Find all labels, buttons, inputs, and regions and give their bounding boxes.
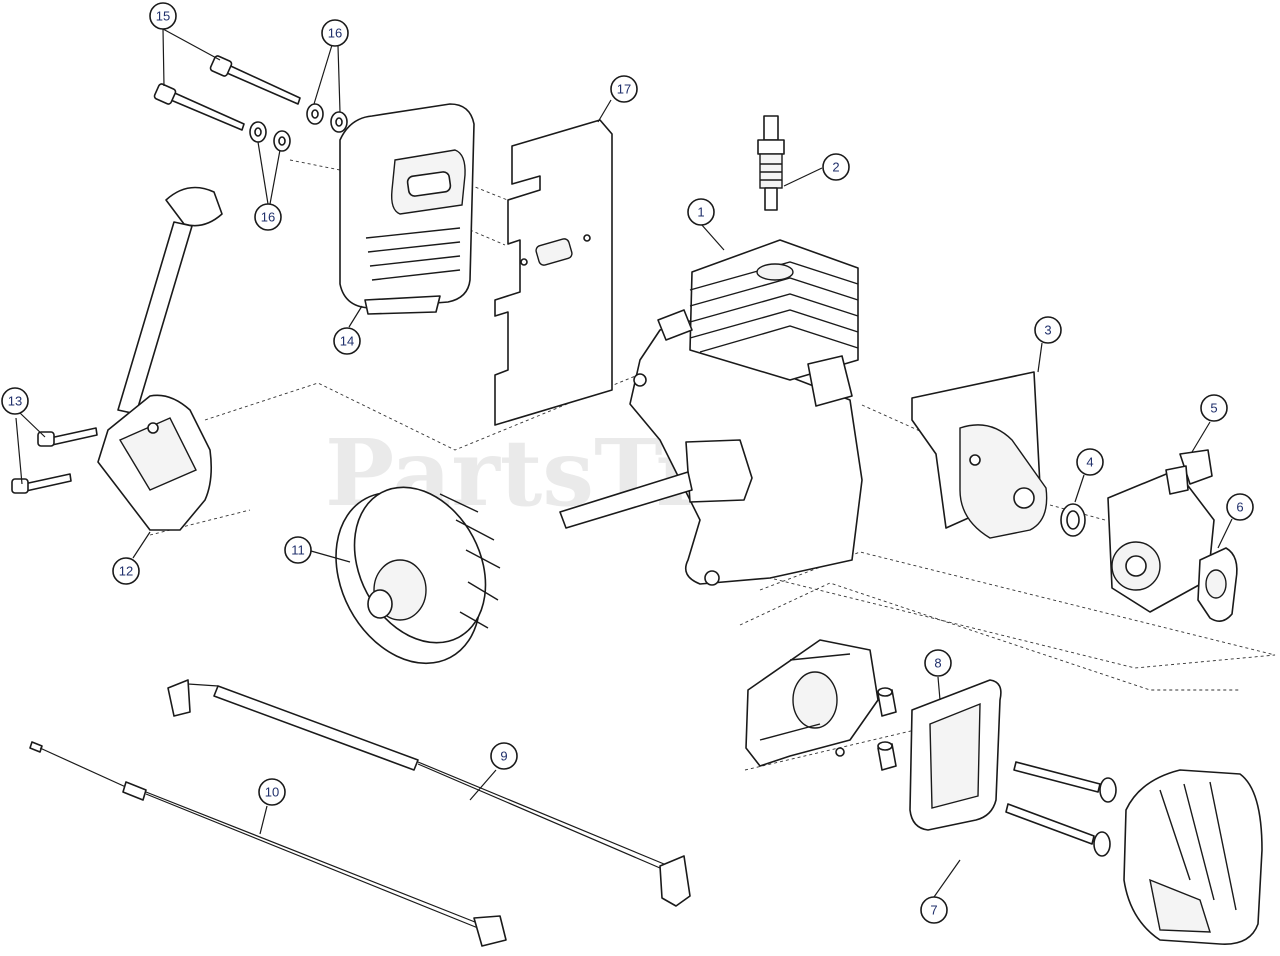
- callout-10: 10: [258, 778, 286, 806]
- part-carb-adapter: [911, 371, 1048, 539]
- part-coil-screws: [11, 427, 98, 494]
- part-spark-plug: [757, 115, 785, 211]
- svg-text:8: 8: [934, 656, 941, 671]
- callout-leaders: [15, 28, 1233, 898]
- callout-6: 6: [1226, 493, 1254, 521]
- part-air-filter-base: [745, 639, 879, 767]
- callout-1: 1: [687, 198, 715, 226]
- part-stop-wire: [29, 741, 507, 947]
- callout-15: 15: [149, 2, 177, 30]
- part-air-filter-cover: [1123, 769, 1263, 945]
- svg-text:11: 11: [291, 543, 305, 558]
- callout-17: 17: [610, 75, 638, 103]
- part-ignition-coil: [97, 186, 223, 531]
- callout-16-bottom: 16: [254, 203, 282, 231]
- svg-text:10: 10: [265, 785, 279, 800]
- callout-16-top: 16: [321, 19, 349, 47]
- svg-text:16: 16: [261, 210, 275, 225]
- callout-13: 13: [1, 387, 29, 415]
- svg-text:7: 7: [930, 903, 937, 918]
- svg-text:4: 4: [1086, 455, 1093, 470]
- svg-text:13: 13: [8, 394, 22, 409]
- svg-text:12: 12: [119, 564, 133, 579]
- callout-12: 12: [112, 557, 140, 585]
- callout-3: 3: [1034, 316, 1062, 344]
- part-air-filter: [909, 679, 1002, 831]
- callout-14: 14: [333, 327, 361, 355]
- part-gasket-plate: [494, 119, 613, 426]
- svg-text:14: 14: [340, 334, 354, 349]
- callout-7: 7: [920, 896, 948, 924]
- part-muffler: [339, 103, 475, 315]
- callout-5: 5: [1200, 394, 1228, 422]
- svg-text:9: 9: [500, 749, 507, 764]
- part-spacers: [877, 687, 897, 771]
- callout-2: 2: [822, 153, 850, 181]
- svg-text:16: 16: [328, 26, 342, 41]
- svg-text:2: 2: [832, 160, 839, 175]
- part-carb-gasket: [1197, 547, 1238, 622]
- part-cover-bolts: [1005, 761, 1117, 857]
- svg-text:3: 3: [1044, 323, 1051, 338]
- part-muffler-bolts: [153, 55, 348, 152]
- svg-text:1: 1: [697, 205, 704, 220]
- part-engine-block: [559, 239, 863, 586]
- part-throttle-cable: [167, 679, 691, 907]
- callout-9: 9: [490, 742, 518, 770]
- callout-11: 11: [284, 536, 312, 564]
- svg-text:15: 15: [156, 9, 170, 24]
- part-oring: [1060, 503, 1086, 537]
- svg-text:5: 5: [1210, 401, 1217, 416]
- callout-8: 8: [924, 649, 952, 677]
- callout-4: 4: [1076, 448, 1104, 476]
- svg-text:6: 6: [1236, 500, 1243, 515]
- part-flywheel: [335, 486, 501, 665]
- part-carburetor: [1107, 449, 1215, 613]
- svg-text:17: 17: [617, 82, 631, 97]
